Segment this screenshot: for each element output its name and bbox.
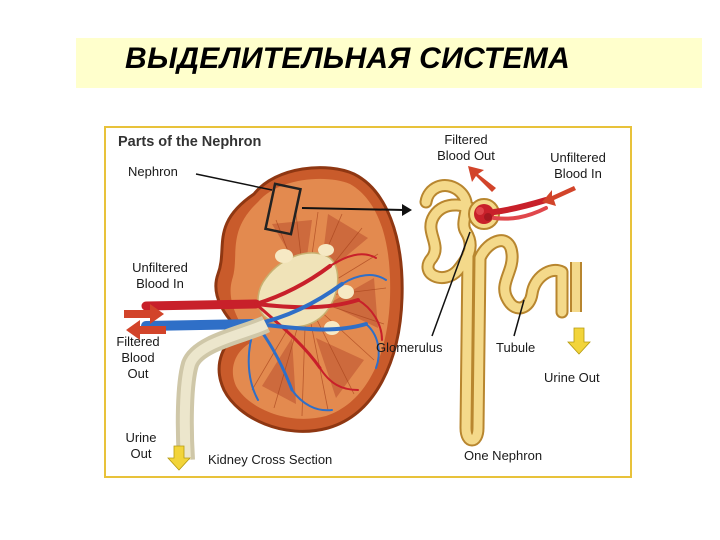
label-unfiltered-left-1: Unfiltered [132, 260, 188, 275]
label-nephron: Nephron [128, 164, 178, 179]
label-tubule: Tubule [496, 340, 536, 355]
pointer-arrowhead [402, 204, 412, 216]
nephron-highlight-box [264, 182, 302, 236]
arrow-down-left-icon [542, 186, 576, 206]
label-filtered-left-3: Out [127, 366, 149, 381]
arrow-up-left-icon [468, 166, 496, 192]
kidney-cross-section [141, 166, 404, 461]
label-one-nephron: One Nephron [464, 448, 543, 463]
arrow-down-icon [167, 445, 191, 471]
label-glomerulus: Glomerulus [376, 340, 443, 355]
nephron-diagram [124, 166, 591, 471]
label-kidney-cross-section: Kidney Cross Section [208, 452, 333, 467]
leader-line [195, 173, 273, 191]
renal-pyramid [262, 338, 296, 404]
label-filtered-top-1: Filtered [444, 132, 488, 147]
arrow-down-icon [567, 327, 591, 355]
label-unfiltered-right-1: Unfiltered [550, 150, 606, 165]
label-unfiltered-left-2: Blood In [136, 276, 184, 291]
label-urine-left-2: Out [130, 446, 152, 461]
label-filtered-left-1: Filtered [116, 334, 160, 349]
label-filtered-top-2: Blood Out [437, 148, 495, 163]
arrow-right-icon [124, 304, 164, 324]
flow-arrows-left [124, 304, 191, 471]
renal-pyramid [316, 338, 364, 398]
nephron-figure: Parts of the Nephron Nephron Unfiltered … [104, 126, 632, 478]
pointer-line [301, 207, 405, 211]
nephron-detail [419, 166, 591, 447]
label-unfiltered-right-2: Blood In [554, 166, 602, 181]
label-urine-out-right: Urine Out [544, 370, 600, 385]
title-band [76, 38, 702, 88]
label-filtered-left-2: Blood [121, 350, 155, 365]
figure-heading: Parts of the Nephron [118, 134, 262, 150]
page-title: ВЫДЕЛИТЕЛЬНАЯ СИСТЕМА [125, 42, 571, 75]
arrow-left-icon [126, 320, 166, 340]
label-urine-left-1: Urine [125, 430, 157, 445]
